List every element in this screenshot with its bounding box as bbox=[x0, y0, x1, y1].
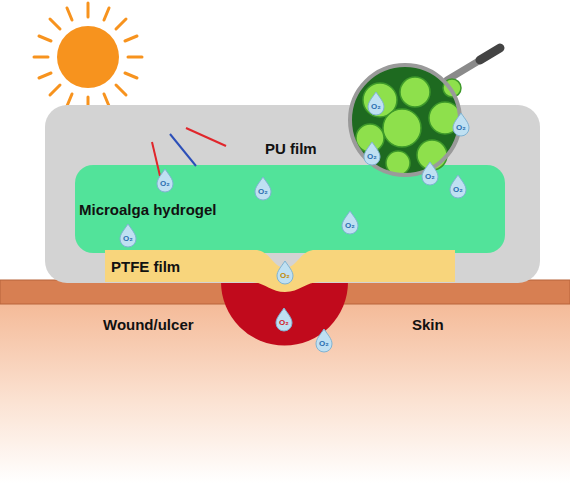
oxygen-label: O₂ bbox=[274, 318, 294, 327]
magnifier bbox=[350, 48, 500, 175]
layer-label: PTFE film bbox=[111, 258, 180, 275]
membrane-shape bbox=[105, 250, 455, 292]
region-label: Wound/ulcer bbox=[103, 316, 194, 333]
sun bbox=[34, 3, 142, 111]
layer-label: PU film bbox=[265, 140, 317, 157]
oxygen-drops bbox=[120, 92, 469, 352]
layer-label: Microalga hydrogel bbox=[79, 201, 217, 218]
oxygen-label: O₂ bbox=[451, 123, 471, 132]
oxygen-label: O₂ bbox=[253, 187, 273, 196]
region-label: Skin bbox=[412, 316, 444, 333]
oxygen-label: O₂ bbox=[448, 185, 468, 194]
oxygen-label: O₂ bbox=[366, 102, 386, 111]
skin-tissue bbox=[0, 300, 570, 483]
oxygen-label: O₂ bbox=[362, 152, 382, 161]
oxygen-label: O₂ bbox=[118, 234, 138, 243]
oxygen-label: O₂ bbox=[340, 221, 360, 230]
hydrogel-layer: Microalga hydrogel bbox=[75, 165, 505, 253]
light-rays bbox=[152, 128, 226, 176]
oxygen-label: O₂ bbox=[275, 271, 295, 280]
oxygen-label: O₂ bbox=[155, 179, 175, 188]
oxygen-label: O₂ bbox=[314, 339, 334, 348]
oxygen-label: O₂ bbox=[420, 172, 440, 181]
